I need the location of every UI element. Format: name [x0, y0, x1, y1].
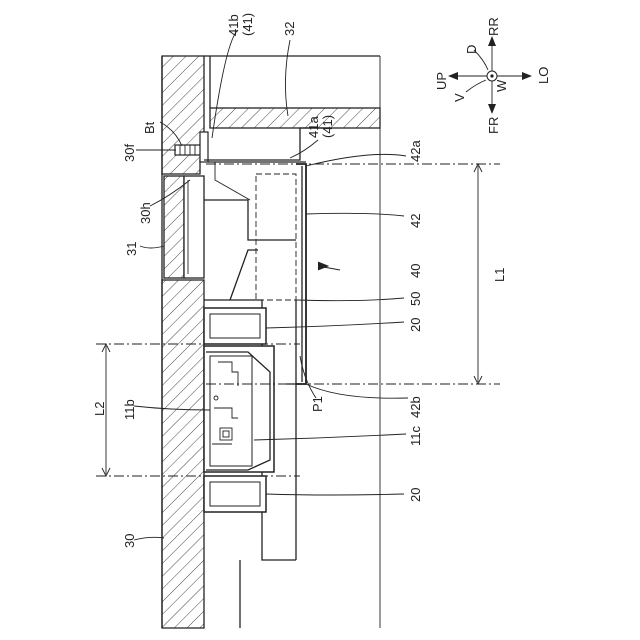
compass-d: D [464, 45, 479, 54]
compass-up: UP [434, 72, 449, 90]
label-30h: 30h [138, 202, 153, 224]
label-41a: 41a [306, 116, 321, 138]
label-30: 30 [122, 534, 137, 548]
label-31: 31 [124, 242, 139, 256]
label-bt: Bt [142, 121, 157, 134]
label-20-upper: 20 [408, 318, 423, 332]
label-42b: 42b [408, 396, 423, 418]
compass-lo: LO [536, 67, 551, 84]
compass-w: W [494, 79, 509, 92]
label-l1: L1 [492, 268, 507, 282]
wall-panel-30 [162, 56, 204, 628]
part-31 [164, 176, 204, 278]
label-42: 42 [408, 214, 423, 228]
dimension-lines [96, 164, 500, 476]
label-11b: 11b [122, 399, 137, 420]
label-40: 40 [408, 264, 423, 278]
frame-20-lower [204, 476, 266, 512]
compass-rr: RR [486, 17, 501, 36]
label-32: 32 [282, 22, 297, 36]
labels: 41b (41) 32 Bt 30f 41a (41) 42a 30h 42 3… [92, 13, 551, 548]
label-20-lower: 20 [408, 488, 423, 502]
label-30f: 30f [122, 144, 137, 162]
label-41b-sub: (41) [240, 13, 255, 36]
compass-v: V [452, 93, 467, 102]
label-p1: P1 [310, 396, 325, 412]
label-41a-sub: (41) [320, 115, 335, 138]
label-l2: L2 [92, 402, 107, 416]
frame-20-upper [204, 308, 266, 344]
compass-fr: FR [486, 117, 501, 134]
label-42a: 42a [408, 140, 423, 162]
label-41b: 41b [226, 14, 241, 36]
outline-50 [256, 174, 296, 300]
connector-11 [204, 346, 274, 472]
label-50: 50 [408, 292, 423, 306]
label-11c: 11c [408, 426, 423, 446]
